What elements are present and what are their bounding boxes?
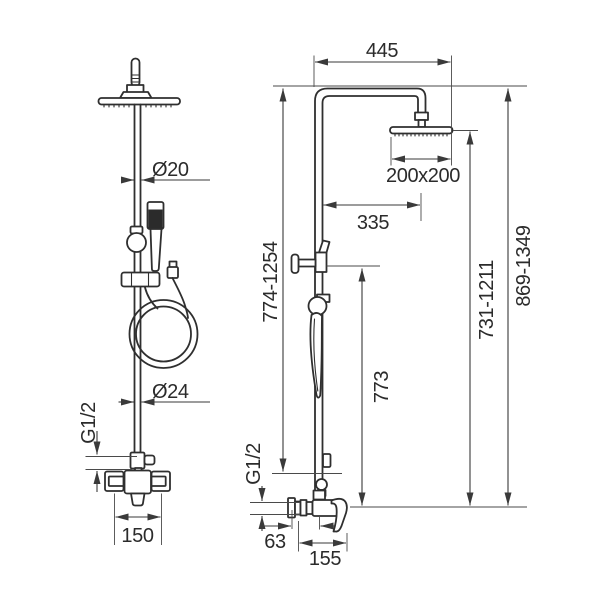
mixer-side <box>287 489 348 533</box>
dim-inlet-thread-side: G1/2 <box>243 443 300 531</box>
dim-pipe-diameter-bottom: Ø24 <box>118 381 210 406</box>
dim-label-pipe-diameter-bottom: Ø24 <box>152 381 189 403</box>
head-connector-nut <box>414 111 429 121</box>
dim-pipe-diameter-top: Ø20 <box>121 159 210 184</box>
side-view: 445 200x200 335 774-1254 773 <box>243 40 535 570</box>
front-view: Ø20 Ø24 G1/2 150 <box>78 57 210 547</box>
dim-label-column-height: 774-1254 <box>260 241 282 323</box>
dim-label-inlet-thread-front: G1/2 <box>78 402 100 444</box>
mixer-body <box>123 469 152 495</box>
dim-label-holder-height: 773 <box>371 371 393 403</box>
dim-label-inlet-thread-side: G1/2 <box>243 443 265 485</box>
shower-hose <box>128 260 199 369</box>
dim-column-height: 774-1254 <box>260 88 287 472</box>
mixer-spout <box>130 492 146 507</box>
rain-shower-head-side <box>389 126 454 137</box>
dim-label-handle-spacing: 150 <box>121 525 153 547</box>
diverter-assembly <box>129 451 156 474</box>
holder-knob-front <box>126 225 147 253</box>
dim-wall-offset: 63 <box>264 510 335 553</box>
dim-label-head-offset: 335 <box>357 212 389 234</box>
mixer-front <box>104 469 171 507</box>
column-pipe-side <box>314 87 429 504</box>
dim-mixer-depth: 155 <box>298 521 348 570</box>
mixer-lever <box>330 497 348 533</box>
dim-label-mixer-depth: 155 <box>309 548 341 570</box>
slider-bracket-front <box>120 271 161 288</box>
dim-head-size: 200x200 <box>386 137 461 187</box>
dim-head-offset: 335 <box>323 193 422 234</box>
hand-shower-front <box>146 201 165 272</box>
hand-shower-side <box>307 293 331 399</box>
mixer-top-nut <box>312 489 326 501</box>
rain-shower-head-front <box>97 97 181 108</box>
dim-label-total-height: 869-1349 <box>513 225 535 307</box>
dim-inlet-thread-front: G1/2 <box>78 402 137 492</box>
dim-label-arm-width: 445 <box>366 40 398 62</box>
hand-shower-handle <box>149 228 163 272</box>
dim-holder-height: 773 <box>358 268 393 506</box>
spray-nozzles-side <box>394 132 448 137</box>
dim-head-height: 731-1211 <box>466 131 498 506</box>
dim-total-height: 869-1349 <box>504 88 535 506</box>
dim-arm-width: 445 <box>313 40 452 166</box>
slider-knob-side <box>290 239 331 274</box>
dim-label-wall-offset: 63 <box>264 531 286 553</box>
spray-nozzles <box>103 103 172 108</box>
dim-label-head-height: 731-1211 <box>476 260 498 340</box>
top-rod <box>119 57 153 99</box>
dim-handle-spacing: 150 <box>114 493 162 547</box>
dim-label-pipe-diameter-top: Ø20 <box>152 159 189 181</box>
dim-label-head-size: 200x200 <box>386 165 460 187</box>
